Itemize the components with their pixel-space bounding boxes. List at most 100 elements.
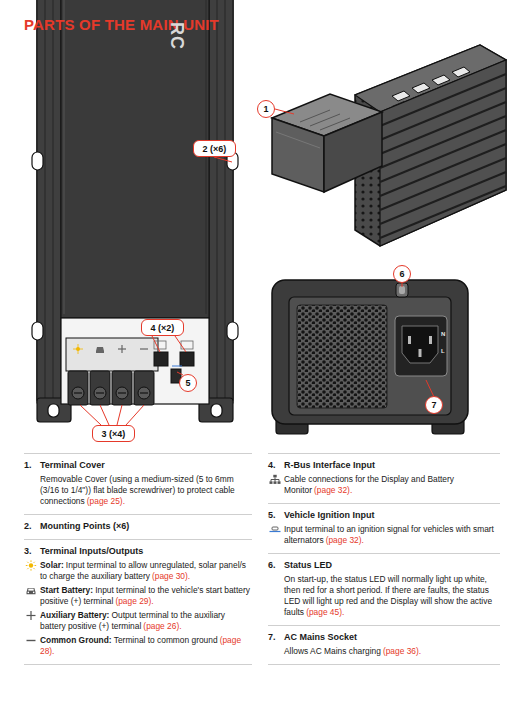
terminal-name: Auxiliary Battery: — [40, 610, 109, 620]
unit-end-view-part — [408, 336, 411, 344]
unit-end-view-part — [272, 280, 468, 424]
item-number: 7. — [268, 632, 276, 643]
pin-letter: L — [441, 348, 445, 354]
unit-end-view-part — [395, 316, 447, 376]
item-description: Start Battery:Input terminal to the vehi… — [24, 585, 252, 607]
terminal-screws-part — [68, 371, 88, 405]
terminal-cover-view-part — [324, 112, 382, 192]
unit-end-view-part — [399, 286, 405, 294]
unit-end-view-part — [419, 349, 422, 357]
main-unit-top-view — [32, 0, 238, 422]
car-icon-part-part — [28, 589, 33, 591]
terminal-screws — [68, 371, 154, 405]
leader-lines-part — [117, 405, 122, 425]
sun-icon — [25, 560, 37, 571]
sun-icon-part-part-part — [27, 568, 28, 569]
leader-lines-part — [175, 336, 186, 352]
description-text: Cable connections for the Display and Ba… — [284, 474, 454, 495]
list-item: 3.Terminal Inputs/OutputsSolar:Input ter… — [24, 540, 252, 665]
callout-number: 2 (×6) — [193, 140, 236, 157]
main-unit-top-view-part — [211, 404, 222, 417]
sun-icon-part-part — [26, 560, 36, 570]
main-unit-top-view-part — [64, 0, 65, 314]
callout-text: 7 — [431, 400, 436, 410]
terminal-symbols-part — [121, 345, 122, 353]
callout-number: 4 (×2) — [141, 319, 184, 336]
rbus-icon-part-part — [271, 480, 272, 482]
terminal-name: Start Battery: — [40, 585, 93, 595]
leader-lines-part — [402, 283, 403, 287]
item-description: On start-up, the status LED will normall… — [284, 574, 500, 618]
terminal-symbols — [73, 344, 148, 354]
rbus-icon-part-part — [279, 480, 280, 482]
description-text: Allows AC Mains charging — [284, 646, 381, 656]
item-description: Cable connections for the Display and Ba… — [268, 474, 500, 496]
unit-end-view-part — [297, 305, 387, 408]
item-heading: R-Bus Interface Input — [284, 460, 500, 471]
list-item: 6.Status LEDOn start-up, the status LED … — [268, 554, 500, 626]
item-description: Input terminal to an ignition signal for… — [268, 524, 500, 546]
description-text: Terminal to common ground — [114, 635, 218, 645]
leader-lines — [80, 109, 434, 425]
terminal-cover-view-part — [272, 118, 324, 192]
ign-icon-part-part — [272, 527, 278, 530]
terminal-screws-part — [116, 387, 128, 399]
terminal-cover-view-part — [412, 83, 430, 93]
list-column: 4.R-Bus Interface InputCable connections… — [268, 453, 500, 665]
plus-icon-part-part — [30, 611, 31, 620]
main-unit-top-view-part — [61, 0, 209, 318]
leader-lines-part — [275, 109, 294, 114]
main-unit-top-view-part — [37, 0, 233, 403]
main-unit-top-view-part — [206, 0, 207, 314]
list-item: 1.Terminal CoverRemovable Cover (using a… — [24, 454, 252, 515]
item-description: Common Ground:Terminal to common ground(… — [24, 635, 252, 657]
main-unit-top-view-part — [53, 0, 54, 398]
callout-number: 5 — [179, 374, 197, 392]
page-reference: (page 32). — [326, 535, 364, 545]
item-description: Allows AC Mains charging(page 36). — [284, 646, 500, 657]
terminal-cover-view-part — [380, 186, 506, 238]
list-item: 7.AC Mains SocketAllows AC Mains chargin… — [268, 626, 500, 665]
car-icon-part-part — [33, 592, 35, 594]
rbus-ports-part — [154, 352, 168, 366]
item-heading: Vehicle Ignition Input — [284, 510, 500, 521]
terminal-screws-part — [94, 387, 106, 399]
terminal-screws-part — [134, 371, 154, 405]
list-column: 1.Terminal CoverRemovable Cover (using a… — [24, 453, 252, 665]
sun-icon-part-part-part — [35, 565, 37, 566]
terminal-cover-view-part — [380, 130, 506, 182]
terminal-symbols-part — [73, 349, 83, 350]
main-unit-top-view-part — [227, 322, 238, 340]
ign-icon — [269, 524, 281, 535]
item-number: 2. — [24, 521, 32, 532]
page-reference: (page 45). — [306, 607, 344, 617]
main-unit-top-view-part — [32, 152, 43, 170]
item-heading: Mounting Points (×6) — [40, 521, 252, 532]
car-icon-part — [25, 585, 37, 596]
ign-icon-part — [269, 524, 281, 535]
page-reference: (page 32). — [314, 485, 352, 495]
minus-icon — [25, 635, 37, 646]
item-number: 5. — [268, 510, 276, 521]
callout-text: 5 — [185, 378, 190, 388]
unit-end-view — [272, 280, 468, 434]
ign-icon-part-part — [270, 531, 281, 532]
rbus-icon-part — [269, 474, 281, 485]
rbus-ports — [154, 341, 194, 366]
terminal-cover-view-part — [380, 116, 506, 168]
main-unit-top-view-part — [45, 0, 46, 398]
terminal-cover-view-part — [276, 132, 320, 148]
ignition-port-part — [172, 366, 182, 367]
main-unit-top-view-part — [225, 0, 226, 398]
sun-icon-part-part-part — [31, 569, 32, 571]
unit-end-view-part — [289, 297, 451, 415]
unit-end-view-part — [429, 336, 432, 344]
car-icon-part-part — [27, 588, 36, 594]
leader-lines-part — [80, 405, 101, 425]
page-reference: (page 30). — [152, 571, 190, 581]
leader-lines-part — [214, 157, 232, 162]
unit-end-view-part — [396, 283, 408, 297]
sun-icon-part-part-part — [31, 560, 32, 562]
brand-logo: RC — [166, 22, 187, 50]
